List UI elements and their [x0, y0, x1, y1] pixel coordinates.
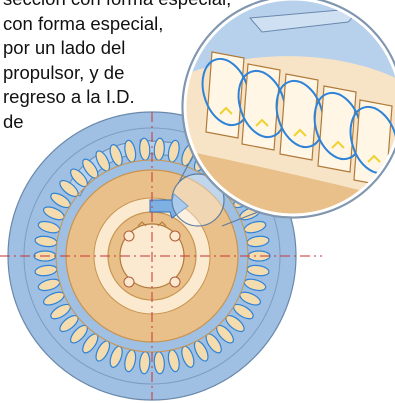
vane-blade — [280, 74, 318, 160]
caption-line: regreso a la I.D. — [3, 85, 181, 110]
caption-line: por un lado del — [3, 36, 181, 61]
caption-line: sección con forma especial, — [3, 0, 181, 12]
vane-blade — [242, 64, 280, 150]
vane-blade — [354, 100, 392, 186]
caption-line: con forma especial, — [3, 12, 181, 37]
caption-line: propulsor, y de — [3, 61, 181, 86]
caption-text: sección con forma especial, con forma es… — [3, 0, 181, 135]
caption-line: de — [3, 110, 181, 135]
